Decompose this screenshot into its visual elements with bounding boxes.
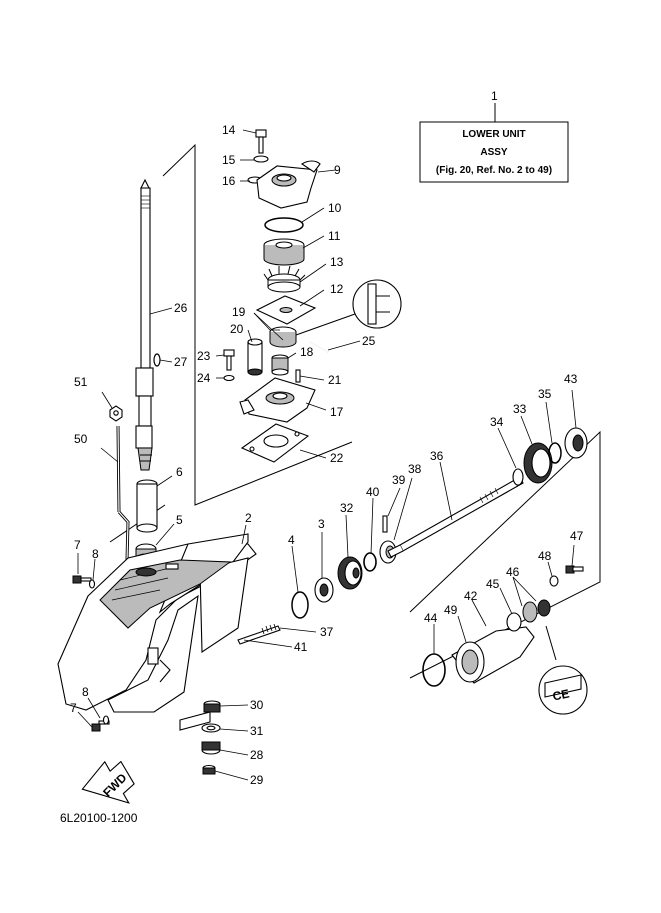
callout-19: 19 — [232, 305, 246, 319]
callout-51: 51 — [74, 375, 88, 389]
callout-48: 48 — [538, 549, 552, 563]
callout-44: 44 — [424, 611, 438, 625]
callout-20: 20 — [230, 322, 244, 336]
callout-13: 13 — [330, 255, 344, 269]
plug-group — [201, 700, 221, 775]
lower-case — [57, 533, 257, 731]
callout-37: 37 — [320, 625, 334, 639]
callout-16: 16 — [222, 174, 236, 188]
callout-47: 47 — [570, 529, 584, 543]
seal-marking: CE — [551, 686, 570, 703]
callout-27: 27 — [174, 355, 188, 369]
detail-circle-key — [295, 279, 402, 336]
callout-18: 18 — [300, 345, 314, 359]
callout-14: 14 — [222, 123, 236, 137]
callout-50: 50 — [74, 432, 88, 446]
fwd-arrow: FWD — [81, 760, 135, 804]
callout-7-lower: 7 — [70, 701, 77, 715]
bushing-6 — [136, 479, 158, 533]
callout-49: 49 — [444, 603, 458, 617]
callout-5: 5 — [176, 513, 183, 527]
callout-9: 9 — [334, 163, 341, 177]
callout-38: 38 — [408, 462, 422, 476]
callout-10: 10 — [328, 201, 342, 215]
callout-26: 26 — [174, 301, 188, 315]
callout-24: 24 — [197, 371, 211, 385]
title-line-2: ASSY — [480, 147, 508, 158]
bolt-7-lower — [91, 715, 110, 732]
callout-7-upper: 7 — [74, 538, 81, 552]
callout-36: 36 — [430, 449, 444, 463]
bolt-7-upper — [72, 575, 96, 589]
callout-39: 39 — [392, 473, 406, 487]
callout-3: 3 — [318, 517, 325, 531]
callout-15: 15 — [222, 153, 236, 167]
callout-6: 6 — [176, 465, 183, 479]
callout-43: 43 — [564, 372, 578, 386]
drawing-code: 6L20100-1200 — [60, 811, 138, 825]
callout-12: 12 — [330, 282, 344, 296]
detail-circle-seal: CE — [538, 625, 588, 715]
callout-23: 23 — [197, 349, 211, 363]
callout-34: 34 — [490, 415, 504, 429]
callout-2: 2 — [245, 511, 252, 525]
callout-30: 30 — [250, 698, 264, 712]
callout-46: 46 — [506, 565, 520, 579]
clip-27 — [153, 353, 161, 367]
callout-33: 33 — [513, 402, 527, 416]
frame-lines — [109, 143, 601, 679]
callout-8-upper: 8 — [92, 547, 99, 561]
water-pump — [223, 129, 329, 463]
title-box: 1 LOWER UNIT ASSY (Fig. 20, Ref. No. 2 t… — [419, 89, 569, 183]
callout-35: 35 — [538, 387, 552, 401]
callout-28: 28 — [250, 748, 264, 762]
callout-21: 21 — [328, 373, 342, 387]
nut-51 — [109, 405, 123, 422]
callout-11: 11 — [328, 229, 341, 243]
callout-31: 31 — [250, 724, 264, 738]
callout-8-lower: 8 — [82, 685, 89, 699]
callout-41: 41 — [294, 640, 308, 654]
propeller-shaft-group — [237, 427, 588, 687]
callout-42: 42 — [464, 589, 478, 603]
title-line-1: LOWER UNIT — [462, 129, 525, 140]
callout-29: 29 — [250, 773, 264, 787]
callout-1: 1 — [491, 89, 498, 103]
driveshaft — [135, 178, 154, 471]
callouts: 14 15 16 9 10 11 13 12 19 20 18 25 23 24… — [70, 123, 584, 787]
title-line-3: (Fig. 20, Ref. No. 2 to 49) — [436, 165, 552, 176]
callout-32: 32 — [340, 501, 354, 515]
callout-25: 25 — [362, 334, 376, 348]
callout-45: 45 — [486, 577, 500, 591]
callout-40: 40 — [366, 485, 380, 499]
callout-22: 22 — [330, 451, 344, 465]
callout-17: 17 — [330, 405, 344, 419]
callout-4: 4 — [288, 533, 295, 547]
leader-lines — [77, 129, 577, 781]
shift-rod — [116, 425, 130, 561]
